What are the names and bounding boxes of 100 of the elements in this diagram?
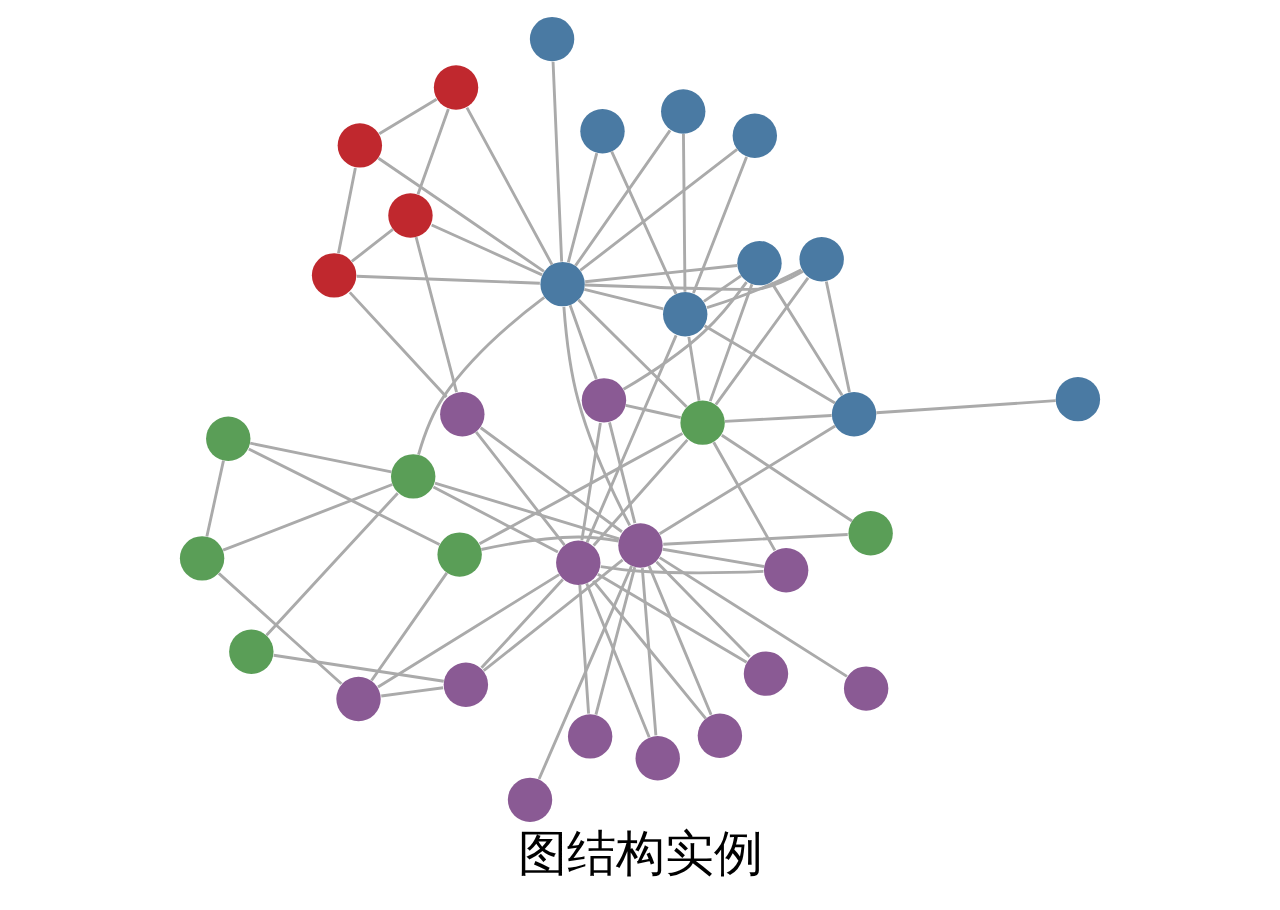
node-circle (433, 65, 479, 110)
node-circle (680, 400, 725, 445)
connector (431, 223, 543, 277)
connector (592, 438, 689, 547)
connector (222, 483, 393, 552)
node-circle (336, 676, 381, 722)
node-circle (556, 540, 601, 585)
connector (622, 281, 748, 391)
node-circle (179, 536, 225, 581)
connector (640, 567, 658, 736)
connector (712, 441, 777, 552)
connector (416, 108, 450, 195)
node-circle (229, 629, 274, 674)
node-circle (743, 651, 789, 696)
node-circle (697, 713, 743, 759)
node-circle (529, 16, 575, 62)
connector (594, 566, 637, 715)
connector (217, 572, 343, 685)
connector (592, 580, 707, 720)
connector (647, 565, 713, 716)
connector (658, 424, 836, 535)
connector (356, 274, 540, 285)
node-circle (507, 777, 553, 823)
connector (432, 485, 559, 554)
connector (568, 304, 598, 380)
node-circle (635, 736, 680, 781)
node-circle (567, 714, 613, 759)
connector (478, 432, 684, 546)
connector (578, 584, 591, 714)
connector (378, 97, 438, 135)
connector (663, 533, 848, 546)
connector (770, 281, 844, 396)
connector (682, 134, 687, 292)
connector (377, 157, 545, 273)
connector (584, 270, 804, 291)
node-circle (580, 109, 625, 154)
connector (597, 573, 748, 664)
caption: 图结构实例 (517, 825, 763, 883)
node-circle (391, 454, 436, 499)
connector (265, 492, 399, 637)
connector (577, 298, 688, 408)
connector (610, 151, 678, 295)
connector (600, 565, 764, 575)
connector (655, 560, 751, 658)
connector (585, 334, 678, 543)
connector (824, 281, 851, 393)
connector (348, 291, 448, 398)
connector (474, 430, 566, 547)
connector (662, 547, 765, 568)
connector (381, 686, 444, 698)
connector (584, 288, 664, 311)
connector (585, 264, 738, 284)
connector (537, 565, 633, 780)
connector (465, 106, 554, 266)
connector (714, 277, 810, 406)
connector (551, 61, 564, 262)
node-circle (337, 123, 383, 168)
node-circle (1055, 376, 1101, 422)
connector (658, 556, 848, 678)
connector (706, 268, 802, 310)
node-circle (843, 666, 889, 711)
node-circle (581, 378, 627, 423)
node-circle (311, 253, 357, 298)
connector (377, 573, 560, 689)
connector (585, 582, 651, 738)
connector (480, 578, 564, 669)
connector (350, 228, 394, 263)
node-circle (737, 240, 782, 286)
connector (692, 156, 748, 294)
connector (273, 653, 444, 683)
connector (414, 236, 458, 393)
node-circle (618, 523, 663, 568)
connector (608, 422, 637, 524)
connector (876, 399, 1056, 415)
connector (703, 274, 742, 303)
node-circle (732, 113, 777, 158)
connector (687, 336, 701, 401)
node-circle (661, 89, 706, 134)
node-circle (440, 392, 485, 437)
connector (482, 558, 624, 672)
node-circle (799, 237, 844, 282)
connector (562, 306, 631, 527)
connector (625, 403, 682, 420)
node-circle (763, 548, 809, 593)
connector (370, 572, 448, 682)
connector (337, 167, 357, 254)
connector (580, 422, 602, 541)
node-circle (663, 292, 708, 337)
connector (708, 283, 754, 402)
connector (566, 152, 599, 263)
connector (579, 148, 738, 272)
connector (481, 535, 619, 551)
connector (479, 426, 623, 533)
node-circle (540, 261, 585, 307)
connector (249, 441, 392, 474)
connector (574, 129, 672, 267)
connector (703, 324, 836, 405)
connector (417, 296, 546, 456)
node-circle (206, 416, 251, 461)
connector (724, 414, 832, 423)
